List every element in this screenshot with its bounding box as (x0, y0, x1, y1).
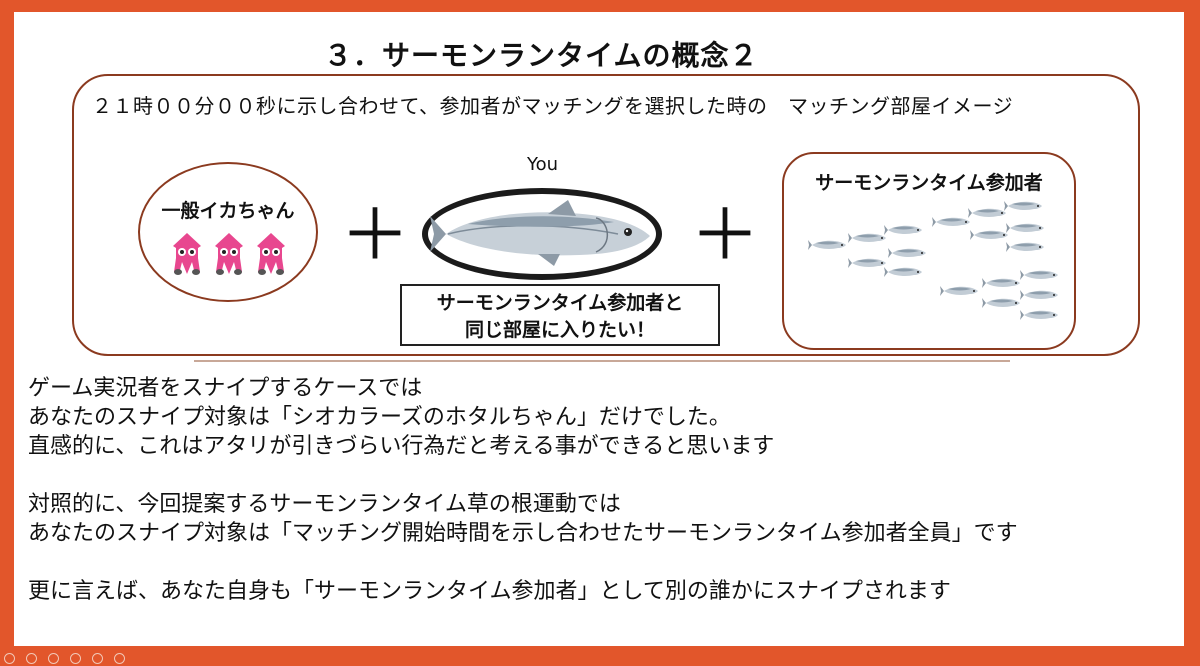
body-text: ゲーム実況者をスナイプするケースでは あなたのスナイプ対象は「シオカラーズのホタ… (28, 374, 1178, 606)
wish-line-1: サーモンランタイム参加者と (436, 292, 684, 314)
salmon-icon (884, 267, 922, 277)
salmon-icon (808, 240, 846, 250)
participants-label: サーモンランタイム参加者 (815, 172, 1043, 194)
salmon-icon (1006, 223, 1044, 233)
body-line: 更に言えば、あなた自身も「サーモンランタイム参加者」として別の誰かにスナイプされ… (28, 579, 951, 604)
more-icon[interactable] (114, 653, 125, 664)
slide: ３．サーモンランタイムの概念２ ２１時００分００秒に示し合わせて、参加者がマッチ… (14, 12, 1184, 646)
body-line: 対照的に、今回提案するサーモンランタイム草の根運動では (28, 492, 621, 517)
pen-icon[interactable] (48, 653, 59, 664)
salmon-icon (1004, 201, 1042, 211)
salmon-icon (1020, 290, 1058, 300)
salmon-icon (982, 278, 1020, 288)
squid-group-label: 一般イカちゃん (161, 200, 295, 222)
squid-group: 一般イカちゃん (138, 162, 318, 302)
squid-icon (257, 233, 285, 275)
slideshow-toolbar (0, 650, 160, 666)
salmon-icon (888, 248, 926, 258)
salmon-icon (968, 208, 1006, 218)
view-icon[interactable] (70, 653, 81, 664)
divider (194, 360, 1010, 362)
salmon-icon (982, 298, 1020, 308)
next-icon[interactable] (26, 653, 37, 664)
wish-line-2: 同じ部屋に入りたい！ (464, 319, 655, 341)
salmon-icon (1006, 242, 1044, 252)
body-line: あなたのスナイプ対象は「マッチング開始時間を示し合わせたサーモンランタイム参加者… (28, 521, 1018, 546)
body-line: あなたのスナイプ対象は「シオカラーズのホタルちゃん」だけでした。 (28, 405, 731, 430)
diagram-caption: ２１時００分００秒に示し合わせて、参加者がマッチングを選択した時の マッチング部… (92, 94, 1014, 118)
body-line: ゲーム実況者をスナイプするケースでは (28, 376, 423, 401)
prev-icon[interactable] (4, 653, 15, 664)
salmon-icon (932, 217, 970, 227)
salmon-icon (884, 225, 922, 235)
you-salmon (422, 188, 662, 280)
zoom-icon[interactable] (92, 653, 103, 664)
salmon-icon (940, 286, 978, 296)
participants-group: サーモンランタイム参加者 (782, 152, 1076, 350)
salmon-icon (1020, 270, 1058, 280)
body-line: 直感的に、これはアタリが引きづらい行為だと考える事ができると思います (28, 434, 775, 459)
plus-sign: ＋ (690, 194, 760, 276)
squid-icon (215, 233, 243, 275)
salmon-icon (970, 230, 1008, 240)
you-label: You (527, 154, 559, 175)
squid-icon (173, 233, 201, 275)
salmon-icon (430, 200, 650, 266)
plus-sign: ＋ (340, 194, 410, 276)
page-title: ３．サーモンランタイムの概念２ (324, 39, 759, 72)
wish-callout: サーモンランタイム参加者と 同じ部屋に入りたい！ (400, 284, 720, 346)
salmon-icon (848, 258, 886, 268)
salmon-icon (848, 233, 886, 243)
salmon-icon (1020, 310, 1058, 320)
